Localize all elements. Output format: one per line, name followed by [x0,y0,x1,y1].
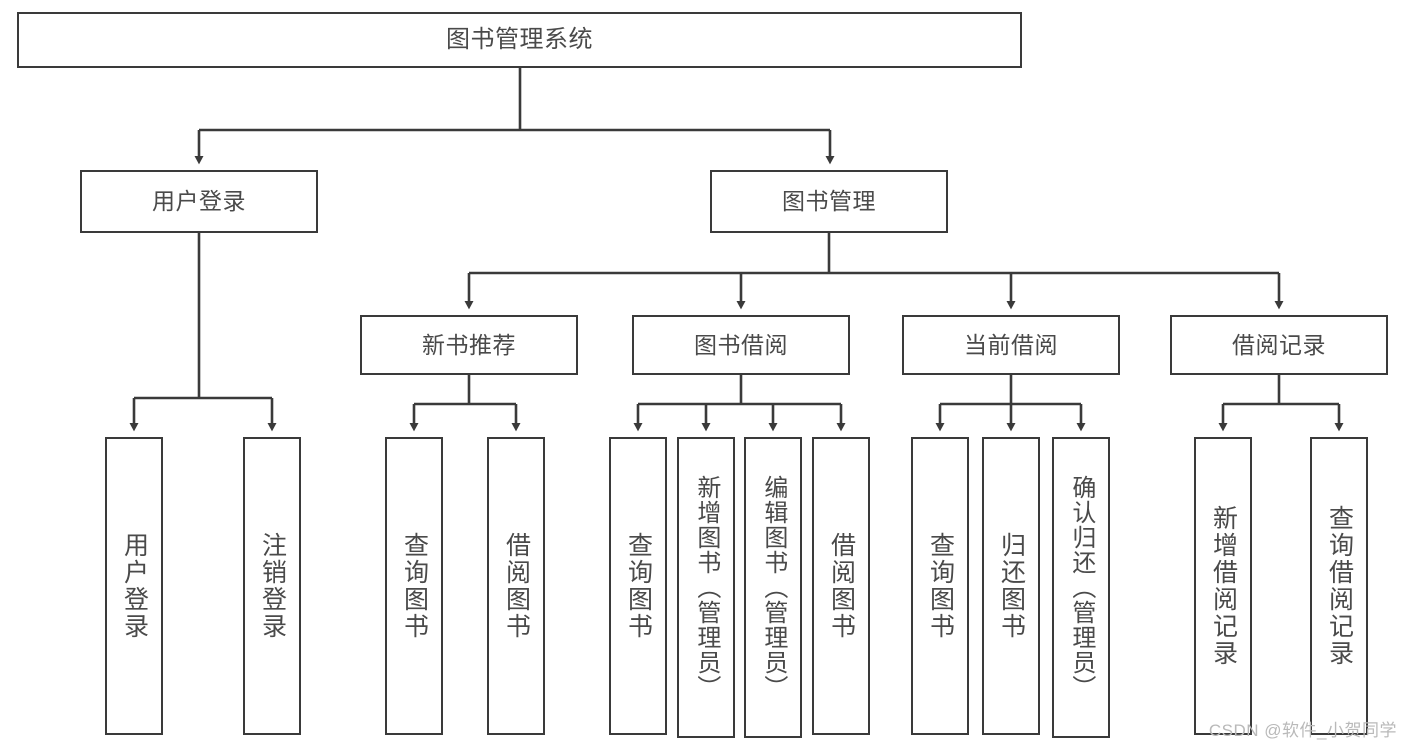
node-leaf-edit-book[interactable]: 编辑图书（管理员） [744,437,802,738]
node-leaf-query-book-recommend[interactable]: 查询图书 [385,437,443,735]
watermark-text: CSDN @软件_小贺同学 [1208,721,1397,740]
node-label-current-borrow: 当前借阅 [964,331,1058,358]
node-leaf-add-borrow-record[interactable]: 新增借阅记录 [1194,437,1252,735]
node-label-leaf-query-book-recommend: 查询图书 [400,532,429,640]
node-leaf-add-book[interactable]: 新增图书（管理员） [677,437,735,738]
node-leaf-query-borrow-record[interactable]: 查询借阅记录 [1310,437,1368,735]
node-label-leaf-borrow-book: 借阅图书 [827,532,856,640]
connector-book-management-to-level3 [464,233,1284,310]
connector-borrow-record-to-leaves [1218,375,1344,432]
node-label-new-book-recommend: 新书推荐 [422,331,516,358]
node-label-leaf-query-book-borrow: 查询图书 [624,532,653,640]
node-label-leaf-return-book: 归还图书 [997,532,1026,640]
node-current-borrow[interactable]: 当前借阅 [902,315,1120,375]
node-leaf-borrow-book-recommend[interactable]: 借阅图书 [487,437,545,735]
node-label-leaf-confirm-return: 确认归还（管理员） [1067,475,1095,700]
connector-current-borrow-to-leaves [935,375,1086,432]
node-label-leaf-edit-book: 编辑图书（管理员） [759,475,787,700]
node-label-leaf-add-borrow-record: 新增借阅记录 [1209,505,1238,667]
node-label-leaf-user-login: 用户登录 [120,532,149,640]
node-label-leaf-borrow-book-recommend: 借阅图书 [502,532,531,640]
node-leaf-query-book-current[interactable]: 查询图书 [911,437,969,735]
node-label-leaf-query-book-current: 查询图书 [926,532,955,640]
connector-book-borrow-to-leaves [633,375,846,432]
connector-user-login-to-leaves [129,233,277,432]
node-book-borrow[interactable]: 图书借阅 [632,315,850,375]
node-label-book-borrow: 图书借阅 [694,331,788,358]
node-leaf-return-book[interactable]: 归还图书 [982,437,1040,735]
node-label-leaf-add-book: 新增图书（管理员） [692,475,720,700]
node-label-user-login: 用户登录 [152,188,246,215]
node-label-leaf-user-logout: 注销登录 [258,532,287,640]
node-new-book-recommend[interactable]: 新书推荐 [360,315,578,375]
node-borrow-record[interactable]: 借阅记录 [1170,315,1388,375]
node-label-borrow-record: 借阅记录 [1232,331,1326,358]
node-leaf-user-logout[interactable]: 注销登录 [243,437,301,735]
node-leaf-borrow-book[interactable]: 借阅图书 [812,437,870,735]
connector-new-book-recommend-to-leaves [409,375,521,432]
node-label-book-management: 图书管理 [782,188,876,215]
node-leaf-confirm-return[interactable]: 确认归还（管理员） [1052,437,1110,738]
node-leaf-user-login[interactable]: 用户登录 [105,437,163,735]
node-user-login[interactable]: 用户登录 [80,170,318,233]
connector-root-to-level2 [194,68,835,165]
node-label-root: 图书管理系统 [446,26,593,54]
node-root-system[interactable]: 图书管理系统 [17,12,1022,68]
node-label-leaf-query-borrow-record: 查询借阅记录 [1325,505,1354,667]
node-leaf-query-book-borrow[interactable]: 查询图书 [609,437,667,735]
node-book-management[interactable]: 图书管理 [710,170,948,233]
